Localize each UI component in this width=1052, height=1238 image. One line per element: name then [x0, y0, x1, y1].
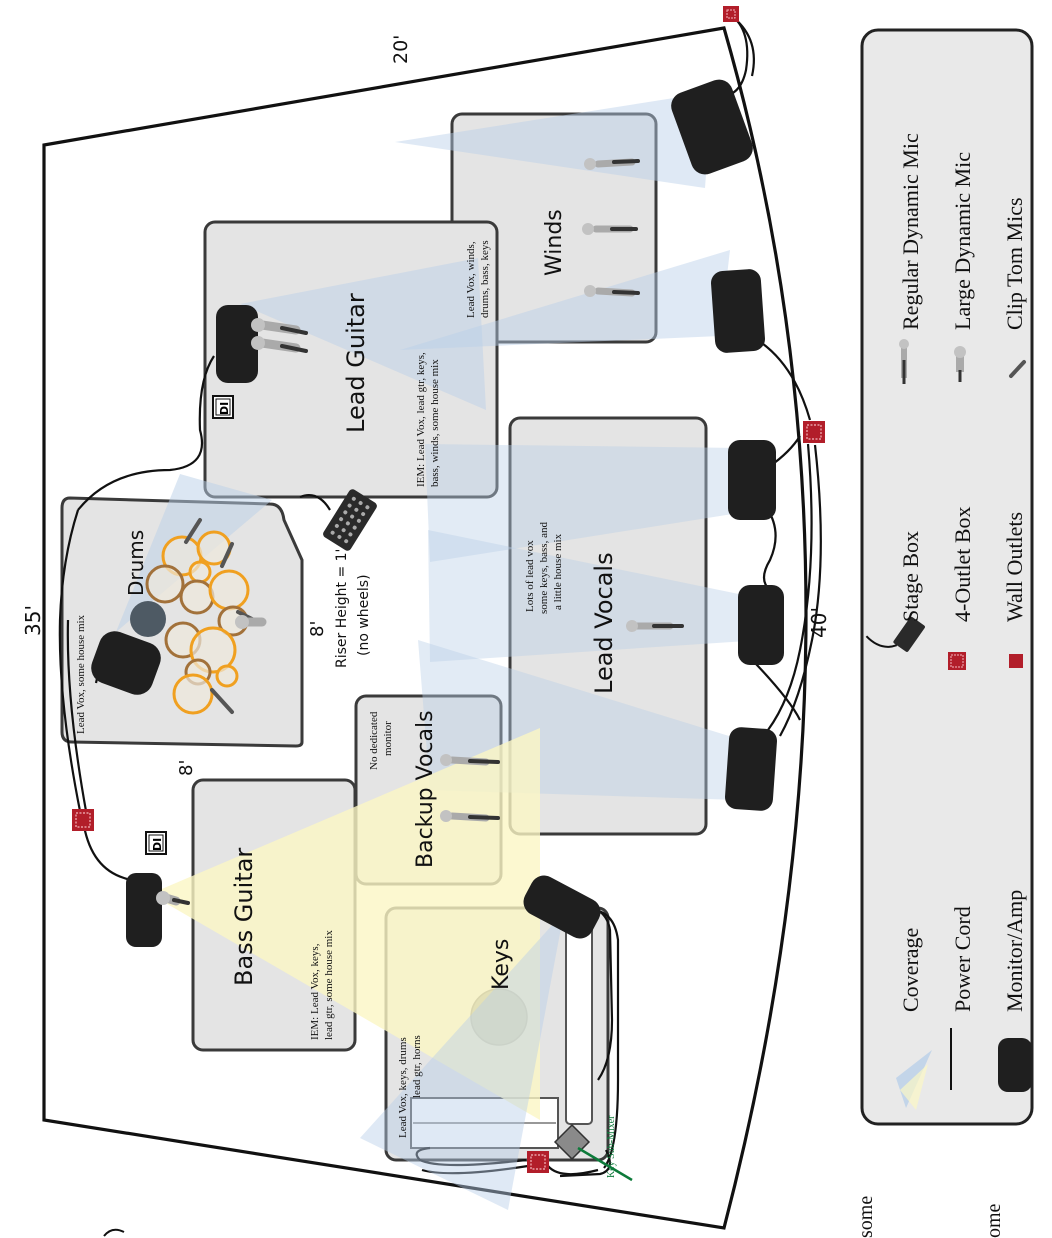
monitors [91, 79, 784, 947]
monitor-keys [523, 875, 601, 939]
wall-outlet-top [723, 6, 739, 22]
stage-box [323, 489, 377, 551]
bass-guitar-note-1: IEM: Lead Vox, keys, [309, 943, 321, 1040]
backup-vocals-note-2: monitor [382, 721, 394, 756]
monitor-front-2 [728, 440, 776, 520]
coverage-bass [150, 728, 540, 1120]
keys-note-2: lead gtr, horns [411, 1035, 423, 1098]
lead-vocals-note-1: Lots of lead vox [524, 540, 536, 612]
stage-outline [42, 26, 808, 1230]
coverage-keys [360, 912, 564, 1210]
monitor-amp-icon [998, 1038, 1032, 1092]
monitor-front-1 [711, 269, 765, 353]
lead-vocals-note-2: some keys, bass, and [538, 522, 550, 614]
keys-label: Keys [489, 939, 514, 990]
winds-label: Winds [542, 209, 567, 276]
di-box-lead-guitar: DI [212, 395, 234, 419]
lead-vocals-label: Lead Vocals [590, 552, 618, 694]
legend-label-regular-mic: Regular Dynamic Mic [898, 133, 923, 330]
lead-vocals-zone [508, 416, 708, 836]
drums-label: Drums [124, 530, 148, 596]
clip-mic-icon [1009, 360, 1026, 378]
coverage-monitor-4 [428, 530, 768, 662]
legend-label-power-cord: Power Cord [950, 906, 975, 1012]
outlet-box-keys [527, 1151, 549, 1173]
large-mic-icon [954, 346, 966, 382]
legend-label-clip-mic: Clip Tom Mics [1002, 197, 1027, 330]
di-box-bass: DI [145, 831, 167, 855]
coverage-areas [116, 92, 768, 1210]
outlets [72, 6, 825, 1173]
legend: Coverage Power Cord Monitor/Amp Stage Bo… [860, 28, 1034, 1126]
svg-text:DI: DI [218, 402, 231, 415]
coverage-icon [896, 1050, 932, 1110]
bass-guitar-label: Bass Guitar [230, 848, 258, 986]
monitor-lead-guitar [216, 305, 258, 383]
bass-guitar-note-2: lead gtr, some house mix [323, 930, 335, 1040]
legend-label-wall-outlets: Wall Outlets [1002, 512, 1027, 622]
dim-front-width: 40' [807, 607, 831, 638]
legend-label-coverage: Coverage [898, 928, 923, 1012]
riser-note-line2: (no wheels) [356, 574, 372, 656]
di-boxes: DI DI [145, 395, 234, 855]
dimension-labels: 20' 35' 40' 8' 8' Riser Height = 1' (no … [21, 35, 831, 776]
backup-vocals-note-1: No dedicated [368, 711, 380, 770]
lead-guitar-label: Lead Guitar [342, 293, 370, 433]
key-sub-mixer: Key Sub-Mixer [553, 1115, 633, 1182]
monitor-drums [91, 631, 161, 695]
drums-note: Lead Vox, some house mix [75, 614, 87, 734]
backup-vocals-label: Backup Vocals [413, 710, 438, 868]
dim-riser-depth: 8' [176, 760, 197, 776]
dim-side-length: 35' [21, 605, 45, 636]
legend-label-monitor-amp: Monitor/Amp [1002, 890, 1027, 1012]
outlet-box-icon [948, 652, 966, 670]
outlet-box-front [803, 421, 825, 443]
coverage-winds-2 [400, 250, 730, 350]
outlet-box-left [72, 809, 94, 831]
zone-labels: Winds Lead Vox, winds, drums, bass, keys… [75, 209, 618, 1138]
key-sub-mixer-label: Key Sub-Mixer [606, 1115, 617, 1178]
cut-text-1: some [855, 1196, 877, 1238]
regular-mic-icon [899, 339, 909, 384]
monitor-front-3 [738, 585, 784, 665]
monitor-front-4 [725, 727, 777, 811]
cut-text-2: ome [983, 1203, 1005, 1238]
legend-label-large-mic: Large Dynamic Mic [950, 152, 975, 330]
riser-note-line1: Riser Height = 1' [334, 549, 350, 668]
lead-vocals-note-3: a little house mix [552, 533, 564, 610]
lead-guitar-note-1: IEM: Lead Vox, lead gtr, keys, [415, 352, 427, 487]
legend-box [860, 28, 1034, 1126]
cut-arc [103, 1228, 125, 1237]
legend-label-stage-box: Stage Box [898, 531, 923, 622]
power-cords [58, 13, 822, 1178]
lead-guitar-note-2: bass, winds, some house mix [429, 359, 441, 487]
keys-note-1: Lead Vox, keys, drums [397, 1037, 409, 1138]
monitor-winds [671, 79, 753, 175]
drum-throne [130, 601, 166, 637]
winds-note-1: Lead Vox, winds, [465, 241, 477, 318]
legend-label-outlet-box: 4-Outlet Box [950, 507, 975, 623]
stage-box-icon [865, 616, 925, 652]
mics [156, 158, 684, 906]
winds-note-2: drums, bass, keys [479, 240, 491, 318]
svg-text:DI: DI [151, 838, 164, 851]
monitor-bass [126, 873, 162, 947]
dim-riser-width: 8' [307, 621, 328, 637]
dim-top-width: 20' [390, 35, 412, 64]
coverage-lead-guitar [240, 258, 486, 410]
coverage-monitor-3 [425, 444, 745, 562]
wall-outlet-icon [1009, 654, 1023, 668]
